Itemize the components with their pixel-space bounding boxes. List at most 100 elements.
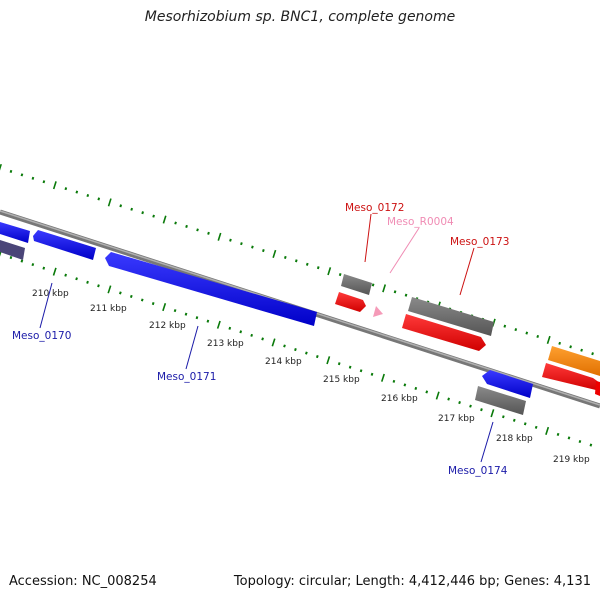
outer-tick bbox=[75, 190, 79, 194]
inner-tick bbox=[315, 355, 319, 359]
feature-red-edge[interactable] bbox=[595, 381, 600, 396]
tick-label: 217 kbp bbox=[438, 414, 475, 424]
outer-tick bbox=[217, 232, 222, 241]
inner-tick bbox=[86, 280, 89, 284]
gene-label-mesoR0004: Meso_R0004 bbox=[387, 216, 454, 228]
leader-lines bbox=[39, 213, 494, 463]
inner-tick bbox=[271, 338, 276, 347]
outer-tick bbox=[130, 207, 134, 211]
outer-tick bbox=[338, 273, 342, 277]
inner-tick bbox=[184, 312, 188, 316]
gene-labels: Meso_0170 Meso_0171 Meso_0172 Meso_R0004… bbox=[12, 202, 509, 477]
tick-label: 216 kbp bbox=[381, 394, 418, 404]
feature-meso0172-gray[interactable] bbox=[341, 274, 372, 295]
outer-tick bbox=[52, 181, 57, 190]
feature-meso0170b-arrow[interactable] bbox=[33, 230, 96, 260]
inner-tick bbox=[239, 330, 243, 334]
genome-stats-text: Topology: circular; Length: 4,412,446 bp… bbox=[233, 574, 591, 589]
outer-tick bbox=[174, 221, 177, 225]
inner-tick bbox=[195, 316, 199, 320]
inner-tick bbox=[326, 356, 331, 365]
tick-label: 214 kbp bbox=[265, 357, 302, 367]
outer-tick bbox=[31, 176, 35, 180]
inner-tick bbox=[523, 422, 527, 426]
tick-label: 211 kbp bbox=[90, 304, 127, 314]
inner-tick bbox=[162, 303, 167, 312]
outer-tick bbox=[185, 224, 188, 228]
outer-tick bbox=[42, 180, 46, 184]
feature-meso0172-arrow[interactable] bbox=[335, 292, 366, 312]
inner-tick bbox=[42, 266, 46, 270]
inner-tick bbox=[392, 379, 396, 383]
outer-tick bbox=[591, 352, 594, 356]
feature-meso0170-arrow[interactable] bbox=[0, 222, 30, 243]
inner-tick bbox=[380, 373, 385, 382]
inner-tick bbox=[107, 285, 112, 294]
inner-tick bbox=[206, 319, 210, 323]
outer-tick bbox=[20, 173, 24, 177]
inner-tick bbox=[129, 294, 133, 299]
outer-tick bbox=[525, 331, 529, 335]
feature-meso0173-arrow[interactable] bbox=[402, 314, 486, 351]
inner-tick bbox=[458, 401, 461, 405]
outer-tick bbox=[382, 284, 387, 293]
inner-tick bbox=[359, 369, 363, 373]
feature-orange[interactable] bbox=[548, 346, 600, 376]
inner-tick-ring bbox=[0, 249, 593, 447]
inner-tick bbox=[9, 255, 13, 260]
inner-tick bbox=[348, 365, 352, 369]
inner-tick bbox=[545, 426, 550, 435]
inner-tick bbox=[447, 397, 450, 401]
inner-tick bbox=[250, 333, 254, 337]
outer-tick bbox=[569, 345, 572, 349]
outer-tick bbox=[316, 266, 320, 270]
inner-tick bbox=[52, 267, 57, 276]
inner-tick bbox=[512, 418, 516, 422]
inner-tick bbox=[578, 439, 582, 444]
inner-tick bbox=[414, 386, 418, 390]
tick-label: 219 kbp bbox=[553, 455, 590, 465]
inner-tick bbox=[261, 337, 264, 341]
inner-tick bbox=[283, 344, 286, 348]
feature-red-right[interactable] bbox=[542, 363, 600, 391]
inner-tick bbox=[228, 326, 232, 330]
outer-tick bbox=[283, 255, 287, 259]
outer-tick bbox=[0, 163, 2, 171]
inner-tick bbox=[31, 263, 35, 267]
feature-meso0174-gray[interactable] bbox=[475, 386, 526, 415]
gene-label-meso0174: Meso_0174 bbox=[448, 465, 508, 477]
outer-tick bbox=[404, 293, 408, 297]
outer-tick bbox=[305, 262, 309, 266]
inner-tick bbox=[403, 383, 407, 387]
inner-tick bbox=[480, 408, 483, 412]
feature-meso0173-gray[interactable] bbox=[408, 297, 494, 336]
inner-tick bbox=[469, 404, 472, 408]
outer-tick bbox=[371, 283, 375, 287]
inner-tick bbox=[370, 372, 374, 376]
map-title: Mesorhizobium sp. BNC1, complete genome bbox=[144, 9, 456, 25]
inner-tick bbox=[151, 301, 155, 306]
feature-meso0174-arrow[interactable] bbox=[482, 370, 533, 398]
kbp-labels: 210 kbp 211 kbp 212 kbp 213 kbp 214 kbp … bbox=[32, 289, 590, 465]
outer-tick bbox=[196, 228, 199, 232]
gene-label-meso0170: Meso_0170 bbox=[12, 330, 71, 342]
outer-tick bbox=[141, 211, 145, 215]
outer-tick bbox=[536, 334, 540, 339]
outer-tick bbox=[152, 214, 155, 218]
inner-tick bbox=[119, 291, 122, 295]
feature-mesoR0004[interactable] bbox=[373, 306, 383, 317]
outer-tick bbox=[503, 324, 507, 328]
outer-tick bbox=[546, 335, 551, 344]
tick-label: 215 kbp bbox=[323, 375, 360, 385]
feature-purple[interactable] bbox=[0, 240, 25, 260]
outer-tick bbox=[86, 193, 90, 198]
inner-tick bbox=[173, 309, 177, 313]
outer-tick bbox=[558, 341, 562, 345]
outer-tick bbox=[294, 259, 298, 263]
feature-meso0171-arrow[interactable] bbox=[105, 252, 317, 326]
outer-tick bbox=[97, 197, 101, 201]
gene-label-meso0173: Meso_0173 bbox=[450, 236, 509, 248]
outer-tick bbox=[207, 231, 210, 235]
outer-tick bbox=[119, 204, 123, 208]
